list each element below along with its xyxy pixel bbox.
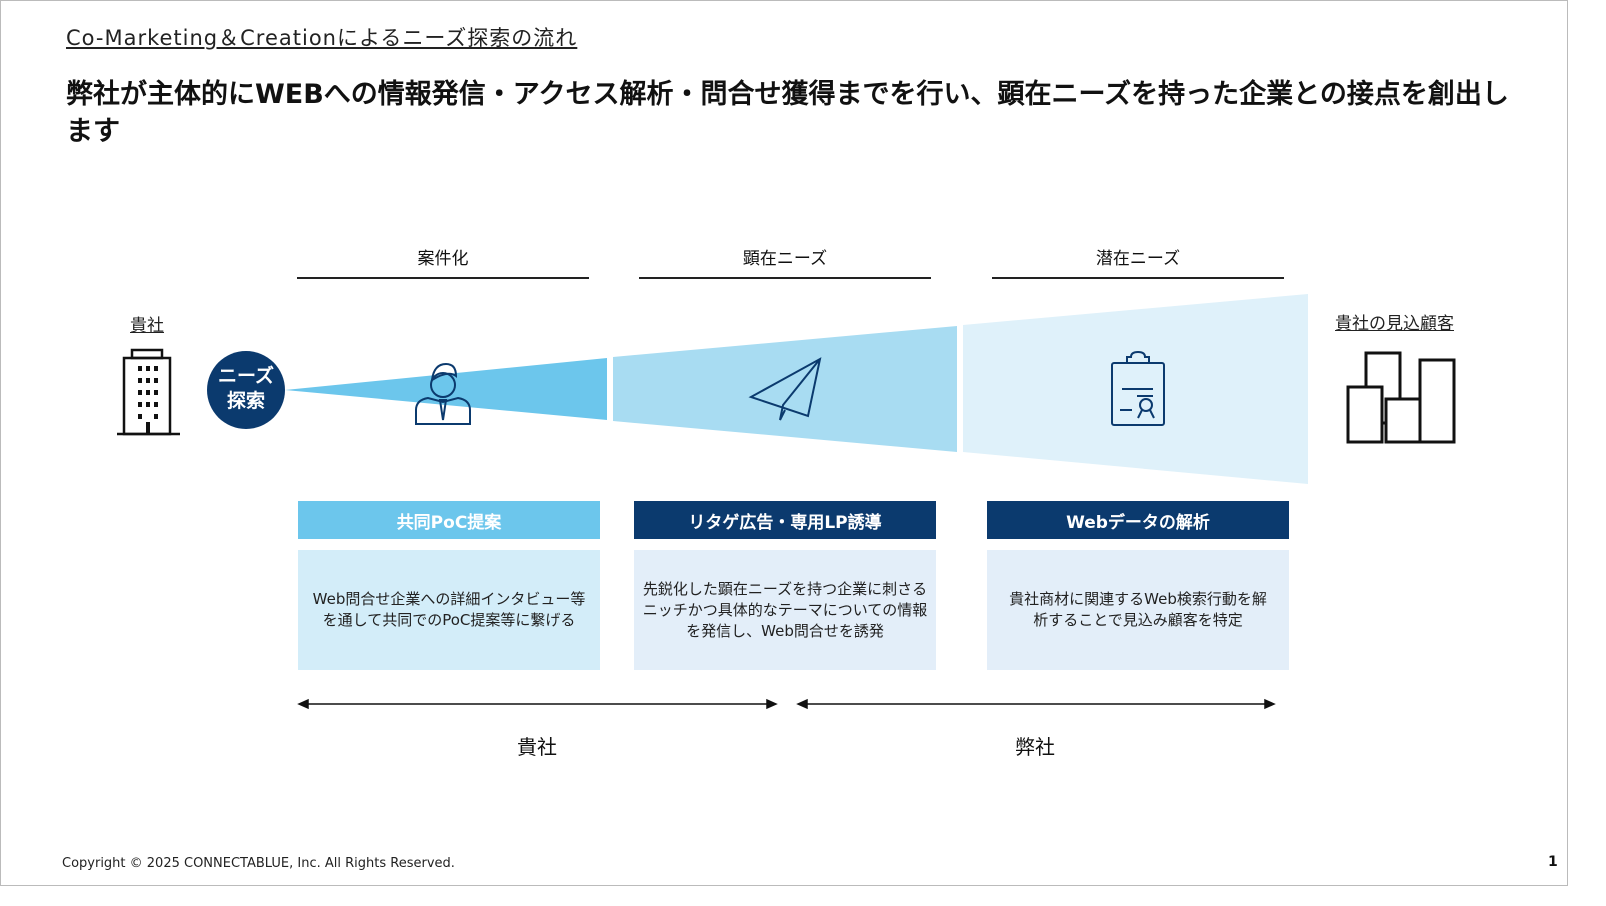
phase-label: 顕在ニーズ xyxy=(639,244,931,279)
client-label: 貴社 xyxy=(130,316,164,336)
businessman-icon xyxy=(415,362,471,425)
prospect-label: 貴社の見込顧客 xyxy=(1335,314,1454,334)
funnel-segment-1 xyxy=(285,358,607,420)
slide-frame xyxy=(0,0,1568,886)
step-description: 先鋭化した顕在ニーズを持つ企業に刺さるニッチかつ具体的なテーマについての情報を発… xyxy=(634,550,936,670)
owner-client: 貴社 xyxy=(517,735,557,759)
office-building-icon xyxy=(117,348,180,436)
circle-line-1: ニーズ xyxy=(217,365,275,387)
city-buildings-icon xyxy=(1346,351,1456,444)
slide-subtitle: Co-Marketing＆Creationによるニーズ探索の流れ xyxy=(66,26,578,50)
owner-us: 弊社 xyxy=(1015,735,1055,759)
phase-label: 潜在ニーズ xyxy=(992,244,1284,279)
step-description: Web問合せ企業への詳細インタビュー等を通して共同でのPoC提案等に繋げる xyxy=(298,550,600,670)
slide-title: 弊社が主体的にWEBへの情報発信・アクセス解析・問合せ獲得までを行い、顕在ニーズ… xyxy=(66,79,1509,147)
copyright: Copyright © 2025 CONNECTABLUE, Inc. All … xyxy=(62,856,455,871)
step-description: 貴社商材に関連するWeb検索行動を解析することで見込み顧客を特定 xyxy=(987,550,1289,670)
paper-plane-icon xyxy=(748,357,822,421)
certificate-clipboard-icon xyxy=(1111,350,1165,426)
funnel-segment-2 xyxy=(613,326,957,452)
phase-label: 案件化 xyxy=(297,244,589,279)
page-number: 1 xyxy=(1548,854,1558,870)
step-header: リタゲ広告・専用LP誘導 xyxy=(634,501,936,539)
circle-line-2: 探索 xyxy=(226,390,265,412)
arrows xyxy=(297,698,1276,710)
needs-circle xyxy=(207,351,285,429)
needs-exploration-label: ニーズ 探索 xyxy=(207,364,285,414)
building-windows xyxy=(138,366,158,434)
step-header: 共同PoC提案 xyxy=(298,501,600,539)
step-header: Webデータの解析 xyxy=(987,501,1289,539)
